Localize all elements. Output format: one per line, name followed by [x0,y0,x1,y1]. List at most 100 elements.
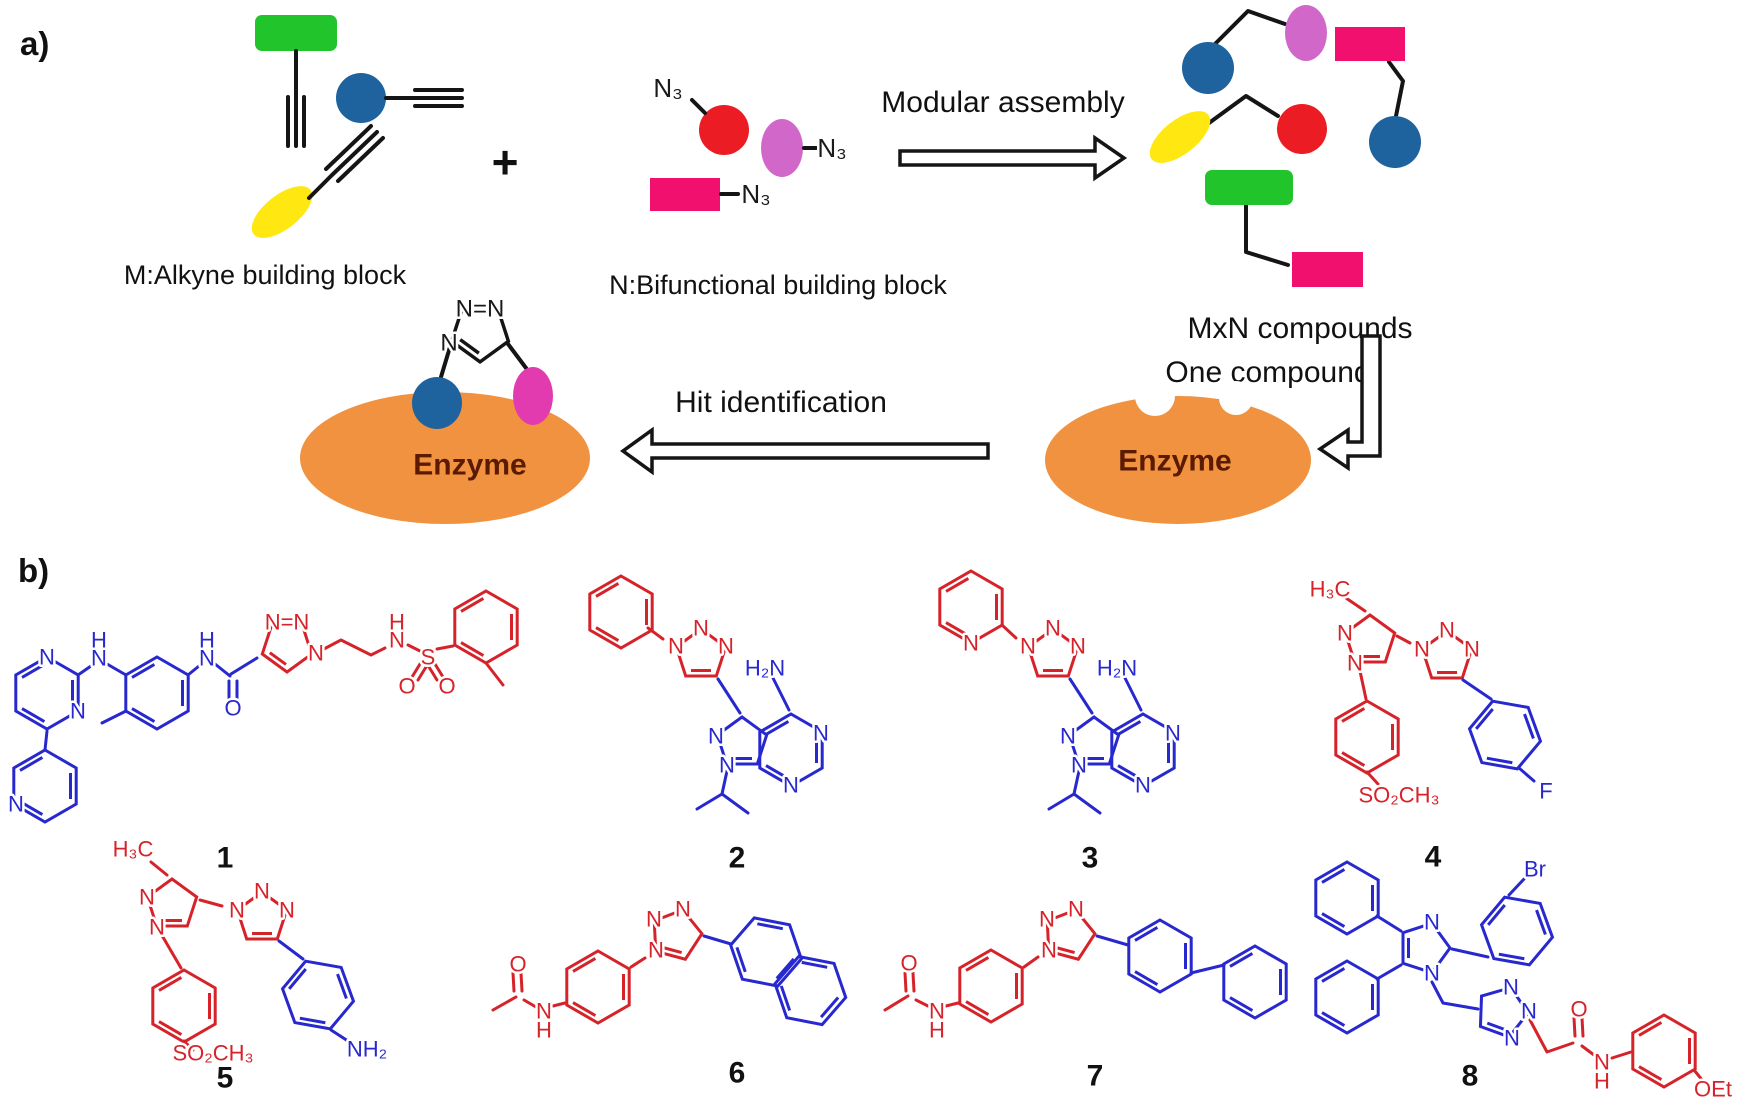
cluster-pink-2 [1292,252,1363,287]
atom-label: N [1424,910,1440,935]
bond-path-blue [1095,934,1226,975]
naphthalene-ring-1 [717,902,815,1002]
atom-label: N₃ [817,133,846,163]
bond-path-blue [695,676,791,815]
aminophenyl-ring [274,949,362,1041]
atom-label: O [438,674,455,699]
toluene-ring [124,655,190,731]
compound-3-number: 3 [1082,842,1099,875]
cluster-blue-2 [1369,116,1421,168]
modular-assembly-label: Modular assembly [881,86,1124,119]
atom-label: N [1439,618,1455,643]
assembled-compound-cluster [1149,5,1421,287]
atom-label: N [1337,621,1353,646]
atom-label: N [279,898,295,923]
red-block [699,105,749,155]
atom-label: H₃C [1310,577,1351,602]
bond-path-blue [277,939,350,1043]
atom-label: S [421,645,436,670]
atom-label: SO₂CH₃ [1358,783,1439,808]
plus-sign: + [492,136,519,188]
atom-label: N [675,897,691,922]
enzyme-notch-2 [1219,381,1253,415]
atom-label: N=N [265,610,310,635]
green-block [255,15,337,51]
sulfonylphenyl-ring [1334,699,1400,775]
atom-label: N [1347,651,1363,676]
cluster-blue-1 [1182,42,1234,94]
atom-label: O [398,674,415,699]
atom-label: H [389,610,405,635]
linker-2 [1387,60,1405,118]
atom-label: H [91,628,107,653]
sulfonylphenyl-ring [151,968,217,1044]
atom-label: N [718,634,734,659]
atom-label: H [929,1018,945,1043]
atom-label: H₂N [1097,656,1137,681]
atom-label: NH₂ [347,1037,387,1062]
atom-label: N [254,879,270,904]
bond-path-red [149,860,224,1052]
bond-path-blue [702,934,733,946]
atom-label: N [1045,616,1061,641]
bound-magenta-fragment [513,367,553,425]
bond-path-blue [1047,676,1143,815]
phenyl-ring-bottom [1314,959,1380,1035]
modular-assembly-arrow [898,134,1128,182]
atom-label: N [91,646,107,671]
cluster-red [1277,104,1327,154]
atom-label: H₂N [745,656,785,681]
atom-label: N [1503,975,1519,1000]
bond-path-red [646,626,665,641]
atom-label: N [39,645,55,670]
bond-path-blue [1461,678,1536,783]
orchid-block [761,119,803,177]
atom-label: N [1594,1050,1610,1075]
atom-label: Br [1524,857,1546,882]
biphenyl-ring-2 [1222,944,1288,1020]
atom-label: N [1135,773,1151,798]
cluster-orchid [1285,5,1327,61]
phenyl-ring [588,574,654,650]
compound-5-number: 5 [217,1062,234,1095]
blue-block [336,73,386,123]
enzyme-right-label: Enzyme [1118,445,1231,478]
enzyme-right-body [1045,396,1311,524]
naphthalene-ring-2 [761,941,860,1040]
atom-label: N [929,999,945,1024]
compound-7-number: 7 [1087,1060,1104,1093]
atom-label: N [70,699,86,724]
atom-label: N [646,907,662,932]
bond-path-red [491,956,647,1012]
atom-label: N [199,646,215,671]
atom-label: N [1071,753,1087,778]
atom-label: N [8,792,24,817]
bond-path-blue [1375,877,1526,1011]
atom-label: O [1570,997,1587,1022]
atom-label: N [149,915,165,940]
biphenyl-ring-1 [1127,918,1193,994]
hit-identification-label: Hit identification [675,386,887,419]
atom-label: N [1041,938,1057,963]
atom-label: O [900,951,917,976]
atom-label: N [440,330,457,357]
atom-label: SO₂CH₃ [172,1041,253,1066]
cluster-pink-1 [1335,27,1405,61]
atom-label: N [389,628,405,653]
atom-label: N [308,641,324,666]
atom-label: N [719,753,735,778]
atom-label: N [1504,1026,1520,1051]
naphthalene-rings [717,902,860,1040]
